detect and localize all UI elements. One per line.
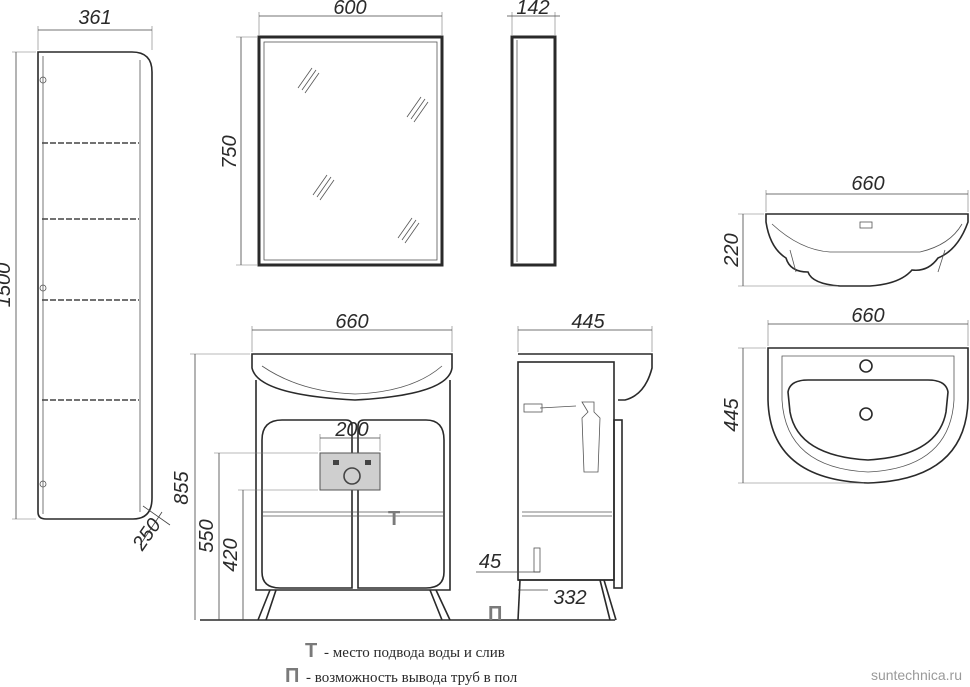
basin-top-width-label: 660 <box>851 305 884 327</box>
vanity-height-label: 855 <box>171 470 193 504</box>
vanity-depth-label: 445 <box>571 311 605 333</box>
basin-top-depth-label: 445 <box>721 397 743 431</box>
vanity-front: Т 660 200 855 550 420 <box>171 311 615 621</box>
mirror-height-label: 750 <box>219 135 241 168</box>
tall-cabinet: 361 1500 250 <box>0 7 171 556</box>
legend-t-text: - место подвода воды и слив <box>324 645 505 661</box>
pipe-offset-label: 45 <box>479 551 502 573</box>
legend-p-symbol: П <box>285 665 299 687</box>
mirror-width-label: 600 <box>333 0 366 19</box>
p-marker-side: П <box>488 603 502 625</box>
cabinet-height-label: 1500 <box>0 263 15 308</box>
vanity-side: П 445 45 332 <box>476 311 653 625</box>
watermark: suntechnica.ru <box>871 667 962 683</box>
cabinet-width-label: 361 <box>78 7 111 29</box>
mirror-depth-label: 142 <box>516 0 549 19</box>
legend: Т - место подвода воды и слив П - возмож… <box>285 640 518 687</box>
basin-top-view: 660 445 <box>721 305 969 484</box>
basin-side-height-label: 220 <box>721 233 743 267</box>
basin-side-view: 660 220 <box>721 173 969 287</box>
mirror-side: 142 <box>507 0 560 267</box>
outlet-height-420-label: 420 <box>220 538 242 571</box>
basin-side-width-label: 660 <box>851 173 884 195</box>
floor-outlet-label: 332 <box>553 587 586 609</box>
mirror-front: 600 750 <box>219 0 444 267</box>
legend-p-text: - возможность вывода труб в пол <box>306 670 518 686</box>
outlet-height-550-label: 550 <box>196 519 218 552</box>
cabinet-depth-label: 250 <box>128 515 166 556</box>
outlet-width-label: 200 <box>334 419 368 441</box>
t-marker-front: Т <box>388 508 400 530</box>
vanity-width-label: 660 <box>335 311 368 333</box>
legend-t-symbol: Т <box>305 640 317 662</box>
